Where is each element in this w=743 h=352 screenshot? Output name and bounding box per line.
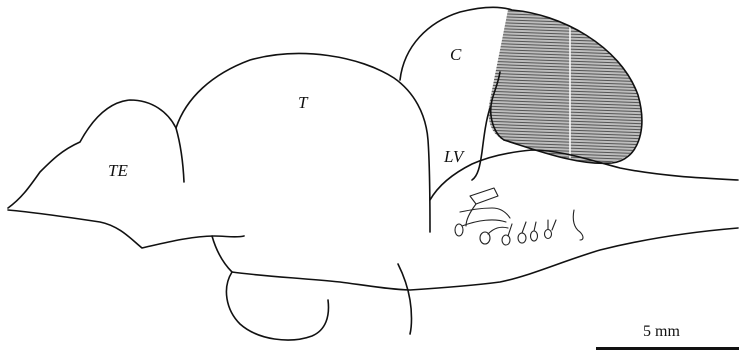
label-tectum: T [298,93,309,112]
nerve-root [534,222,536,231]
hatch-line [480,10,650,16]
nerve-roots [455,188,583,245]
tectum-base-line [398,264,412,334]
hypothalamus-outline [226,272,328,340]
scale-bar [596,347,739,350]
nerve-root-end [531,231,538,241]
label-telencephalon: TE [108,161,128,180]
nerve-root [462,220,506,226]
hatch-line [480,169,650,175]
nerve-root [460,208,510,218]
nerve-root-end [502,235,510,245]
tectum-outline [176,54,430,232]
label-lobus-vagi: LV [443,147,466,166]
hatch-line [480,160,650,166]
nerve-root [488,227,508,234]
nerve-root [470,188,498,204]
nerve-root [508,224,512,236]
ventral-outline-left [8,210,244,248]
cerebellum-hatched-region [480,4,650,175]
nerve-root [522,222,526,233]
lv-divider [472,108,490,180]
nerve-root [573,210,583,240]
nerve-root-end [545,230,552,239]
nerve-root-end [518,233,526,243]
tectum-lower-outline [212,236,232,272]
telencephalon-outline [8,100,184,208]
ventral-outline-right [232,228,738,290]
scale-bar-label: 5 mm [643,323,680,340]
label-cerebellum: C [450,45,462,64]
nerve-root [548,220,556,230]
hatch-line [480,16,650,22]
hatch-line [480,13,650,19]
